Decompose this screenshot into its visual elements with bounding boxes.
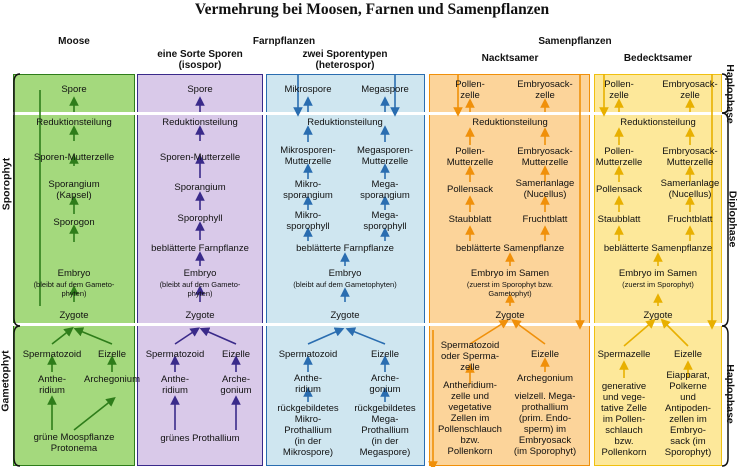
gym-pollenzelle: Pollen- zelle	[455, 79, 485, 101]
moss-reduktionsteilung: Reduktionsteilung	[36, 117, 112, 128]
gym-embryo: Embryo im Samen	[470, 268, 550, 279]
gym-archegonium: Archegonium	[517, 373, 573, 384]
gym-samenanlage: Samenanlage (Nucellus)	[515, 178, 575, 200]
fern2-mega-sporangium: Mega- sporangium	[360, 179, 410, 201]
column-heterospor	[266, 74, 425, 466]
moss-zygote: Zygote	[59, 310, 89, 321]
gym-megaprothallium: vielzell. Mega- prothallium (prim. Endo-…	[513, 391, 577, 457]
moss-spore: Spore	[61, 84, 87, 95]
fern1-prothallium: grünes Prothallium	[160, 433, 240, 444]
ang-samenpflanze: beblätterte Samenpflanze	[603, 243, 713, 254]
fern2-embryo-note: (bleibt auf dem Gametophyten)	[293, 280, 397, 289]
ang-embryo: Embryo im Samen	[618, 268, 698, 279]
header-samenpflanzen: Samenpflanzen	[538, 36, 612, 47]
fern1-sporangium: Sporangium	[174, 182, 226, 193]
ang-embryo-note: (zuerst im Sporophyt)	[622, 280, 694, 289]
ang-embryosackzelle: Embryosack- zelle	[662, 79, 718, 101]
moss-sporen-mutterzelle: Sporen-Mutterzelle	[33, 152, 115, 163]
fern1-farnpflanze: beblätterte Farnpflanze	[151, 243, 249, 254]
moss-archegonium: Archegonium	[84, 374, 140, 385]
phase-divider-lower	[13, 323, 722, 326]
moss-prothallium: grüne Moospflanze Protonema	[33, 432, 115, 454]
fern1-spermatozoid: Spermatozoid	[145, 349, 205, 360]
moss-spermatozoid: Spermatozoid	[22, 349, 82, 360]
fern2-reduktionsteilung: Reduktionsteilung	[307, 117, 383, 128]
phase-divider-upper	[13, 112, 722, 115]
column-bedecktsamer	[594, 74, 722, 466]
fern2-mikro-mutterzelle: Mikrosporen- Mutterzelle	[280, 145, 336, 167]
header-isospor: eine Sorte Sporen (isospor)	[157, 49, 243, 71]
fern2-eizelle: Eizelle	[371, 349, 399, 360]
fern2-mega-sporophyll: Mega- sporophyll	[363, 210, 407, 232]
gym-eizelle: Eizelle	[531, 349, 559, 360]
gym-staubblatt: Staubblatt	[448, 214, 492, 225]
moss-sporangium: Sporangium (Kapsel)	[48, 179, 100, 201]
diagram-title: Vermehrung bei Moosen, Farnen und Samenp…	[194, 1, 550, 18]
header-bedecktsamer: Bedecktsamer	[623, 53, 693, 64]
gym-antheridium: Antheridium- zelle und vegetative Zellen…	[438, 380, 502, 457]
ang-fruchtblatt: Fruchtblatt	[667, 214, 713, 225]
fern1-antheridium: Anthe- ridium	[161, 374, 189, 396]
ang-zygote: Zygote	[643, 310, 673, 321]
moss-eizelle: Eizelle	[98, 349, 126, 360]
fern2-mikrospore: Mikrospore	[284, 84, 332, 95]
gym-embryosackzelle: Embryosack- zelle	[517, 79, 573, 101]
fern2-mega-mutterzelle: Megasporen- Mutterzelle	[357, 145, 413, 167]
fern1-sporophyll: Sporophyll	[177, 213, 223, 224]
gym-zygote: Zygote	[495, 310, 525, 321]
fern1-eizelle: Eizelle	[222, 349, 250, 360]
moss-sporogon: Sporogon	[53, 217, 95, 228]
fern1-sporen-mutterzelle: Sporen-Mutterzelle	[159, 152, 241, 163]
fern1-embryo-note: (bleibt auf dem Gameto- phyten)	[159, 280, 241, 298]
moss-embryo-note: (bleibt auf dem Gameto- phyten)	[33, 280, 115, 298]
fern2-farnpflanze: beblätterte Farnpflanze	[296, 243, 394, 254]
gym-pollensack: Pollensack	[447, 184, 493, 195]
fern2-archegonium: Arche- gonium	[369, 373, 401, 395]
fern2-mega-prothallium: rückgebildetes Mega- Prothallium (in der…	[354, 403, 416, 458]
header-farnpflanzen: Farnpflanzen	[252, 36, 316, 47]
ang-samenanlage: Samenanlage (Nucellus)	[660, 178, 720, 200]
ang-spermazelle: Spermazelle	[597, 349, 651, 360]
gym-samenpflanze: beblätterte Samenpflanze	[455, 243, 565, 254]
fern2-spermatozoid: Spermatozoid	[278, 349, 338, 360]
fern2-mikro-sporangium: Mikro- sporangium	[283, 179, 333, 201]
column-nacktsamer	[429, 74, 590, 466]
fern1-embryo: Embryo	[183, 268, 217, 279]
gym-spermatozoid: Spermatozoid oder Sperma- zelle	[440, 340, 500, 373]
fern1-reduktionsteilung: Reduktionsteilung	[162, 117, 238, 128]
fern1-zygote: Zygote	[185, 310, 215, 321]
fern2-embryo: Embryo	[328, 268, 362, 279]
moss-embryo: Embryo	[57, 268, 91, 279]
fern2-antheridium: Anthe- ridium	[294, 373, 322, 395]
ang-pollensack: Pollensack	[596, 184, 642, 195]
ang-embryosack-mutterzelle: Embryosack- Mutterzelle	[662, 146, 718, 168]
header-moose: Moose	[58, 36, 90, 47]
ang-eizelle: Eizelle	[674, 349, 702, 360]
fern2-megaspore: Megaspore	[361, 84, 409, 95]
fern2-zygote: Zygote	[330, 310, 360, 321]
ang-generative-zelle: generative und vege- tative Zelle im Pol…	[601, 381, 647, 458]
ang-staubblatt: Staubblatt	[597, 214, 641, 225]
fern1-archegonium: Arche- gonium	[220, 374, 252, 396]
gym-reduktionsteilung: Reduktionsteilung	[472, 117, 548, 128]
ang-pollenzelle: Pollen- zelle	[604, 79, 634, 101]
fern2-mikro-prothallium: rückgebildetes Mikro- Prothallium (in de…	[277, 403, 339, 458]
gym-fruchtblatt: Fruchtblatt	[522, 214, 568, 225]
moss-antheridium: Anthe- ridium	[38, 374, 66, 396]
gym-pollen-mutterzelle: Pollen- Mutterzelle	[446, 146, 494, 168]
ang-eiapparat: Eiapparat, Polkerne und Antipoden- zelle…	[664, 370, 712, 458]
header-nacktsamer: Nacktsamer	[481, 53, 539, 64]
fern1-spore: Spore	[187, 84, 213, 95]
ang-reduktionsteilung: Reduktionsteilung	[620, 117, 696, 128]
gym-embryo-note: (zuerst im Sporophyt bzw. Gametophyt)	[466, 280, 554, 298]
gym-embryosack-mutterzelle: Embryosack- Mutterzelle	[517, 146, 573, 168]
header-heterospor: zwei Sporentypen (heterospor)	[302, 49, 388, 71]
fern2-mikro-sporophyll: Mikro- sporophyll	[286, 210, 330, 232]
ang-pollen-mutterzelle: Pollen- Mutterzelle	[595, 146, 643, 168]
